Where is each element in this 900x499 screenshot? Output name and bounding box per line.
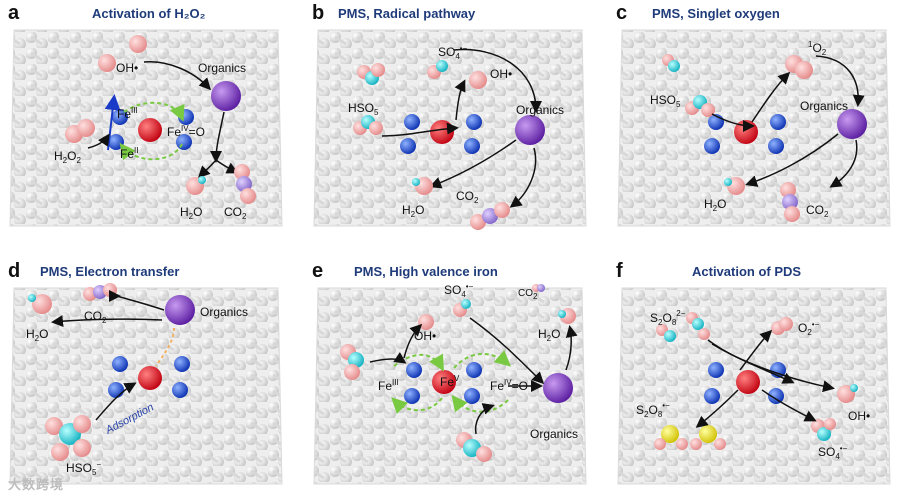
hso5-molecule [344, 364, 360, 380]
panel-a: OH• Organics FeIII FeIV=O FeII H2O2 H2O … [4, 0, 288, 234]
hso5-molecule [668, 60, 680, 72]
nitrogen-atom [112, 356, 128, 372]
oh-radical [469, 71, 487, 89]
nitrogen-atom [770, 114, 786, 130]
h2o-molecule [28, 294, 36, 302]
organics-molecule [837, 109, 867, 139]
label-organics: Organics [530, 427, 578, 441]
s2o8-radical [699, 425, 717, 443]
superoxide-radical [779, 317, 793, 331]
panel-letter: f [616, 260, 623, 283]
co2-molecule [537, 284, 545, 292]
panel-d-figure: Organics H2O CO2 Adsorption HSO5− [4, 258, 288, 492]
nitrogen-atom [404, 388, 420, 404]
nitrogen-atom [466, 114, 482, 130]
fe-atom [736, 370, 760, 394]
hso5-molecule [371, 63, 385, 77]
s2o8-molecule [698, 328, 710, 340]
oh-radical [98, 54, 116, 72]
nitrogen-atom [704, 388, 720, 404]
panel-f: S2O82− O2•− S2O8•− OH• SO4•− f Activatio… [612, 258, 896, 492]
hso5-molecule [369, 121, 383, 135]
hso5-molecule [51, 443, 69, 461]
organics-molecule [165, 295, 195, 325]
co2-molecule [784, 206, 800, 222]
label-organics: Organics [516, 103, 564, 117]
hso5-molecule [73, 415, 91, 433]
panel-c-figure: 1O2 HSO5 Organics H2O CO2 [612, 0, 896, 234]
so4-radical [824, 418, 836, 430]
panel-e: SO4•− CO2 OH• H2O FeIII FeV FeIV=O Organ… [308, 258, 592, 492]
hso5-molecule [73, 439, 91, 457]
organics-molecule [211, 81, 241, 111]
co2-molecule [240, 188, 256, 204]
oh-radical [129, 35, 147, 53]
h2o-molecule [198, 176, 206, 184]
label-oh: OH• [116, 61, 138, 75]
panel-letter: e [312, 260, 323, 283]
h2o-molecule [558, 310, 566, 318]
nitrogen-atom [466, 362, 482, 378]
s2o8-radical [690, 438, 702, 450]
label-organics: Organics [198, 61, 246, 75]
nitrogen-atom [172, 382, 188, 398]
nitrogen-atom [406, 362, 422, 378]
s2o8-radical [676, 438, 688, 450]
organics-molecule [543, 373, 573, 403]
panel-b: SO4•− OH• HSO5 Organics H2O CO2 b PMS, R… [308, 0, 592, 234]
panel-c: 1O2 HSO5 Organics H2O CO2 c PMS, Singlet… [612, 0, 896, 234]
nitrogen-atom [404, 114, 420, 130]
nitrogen-atom [464, 138, 480, 154]
panel-f-figure: S2O82− O2•− S2O8•− OH• SO4•− [612, 258, 896, 492]
panel-b-figure: SO4•− OH• HSO5 Organics H2O CO2 [308, 0, 592, 234]
nitrogen-atom [464, 388, 480, 404]
panel-a-figure: OH• Organics FeIII FeIV=O FeII H2O2 H2O … [4, 0, 288, 234]
panel-title: Activation of PDS [692, 264, 801, 279]
oh-radical [850, 384, 858, 392]
panel-letter: c [616, 2, 627, 25]
panel-letter: b [312, 2, 324, 25]
s2o8-molecule [664, 330, 676, 342]
oh-radical [418, 314, 434, 330]
hso5-molecule [476, 446, 492, 462]
label-oh: OH• [848, 409, 870, 423]
nitrogen-atom [400, 138, 416, 154]
nitrogen-atom [768, 138, 784, 154]
fe-atom [138, 366, 162, 390]
s2o8-radical [654, 438, 666, 450]
panel-title: Activation of H₂O₂ [92, 6, 205, 21]
co2-molecule [103, 283, 117, 297]
label-organics: Organics [200, 305, 248, 319]
panel-title: PMS, Radical pathway [338, 6, 475, 21]
label-hso5: HSO5− [66, 460, 101, 477]
fe-atom [430, 120, 454, 144]
panel-title: PMS, Electron transfer [40, 264, 179, 279]
organics-molecule [515, 115, 545, 145]
s2o8-molecule [692, 318, 704, 330]
nitrogen-atom [704, 138, 720, 154]
label-organics: Organics [800, 99, 848, 113]
panel-e-figure: SO4•− CO2 OH• H2O FeIII FeV FeIV=O Organ… [308, 258, 592, 492]
so4-radical [436, 60, 448, 72]
singlet-oxygen [795, 61, 813, 79]
panel-letter: a [8, 2, 19, 25]
panel-title: PMS, High valence iron [354, 264, 498, 279]
panel-title: PMS, Singlet oxygen [652, 6, 780, 21]
watermark: 大数跨境 [8, 474, 64, 493]
h2o-molecule [724, 178, 732, 186]
h2o2-molecule [77, 119, 95, 137]
panel-letter: d [8, 260, 20, 283]
co2-molecule [494, 202, 510, 218]
panel-d: Organics H2O CO2 Adsorption HSO5− d PMS,… [4, 258, 288, 492]
nitrogen-atom [108, 382, 124, 398]
h2o-molecule [412, 178, 420, 186]
so4-radical [461, 299, 471, 309]
s2o8-radical [714, 438, 726, 450]
nitrogen-atom [708, 362, 724, 378]
fe-atom [138, 118, 162, 142]
nitrogen-atom [174, 356, 190, 372]
label-oh: OH• [490, 67, 512, 81]
label-oh: OH• [414, 329, 436, 343]
